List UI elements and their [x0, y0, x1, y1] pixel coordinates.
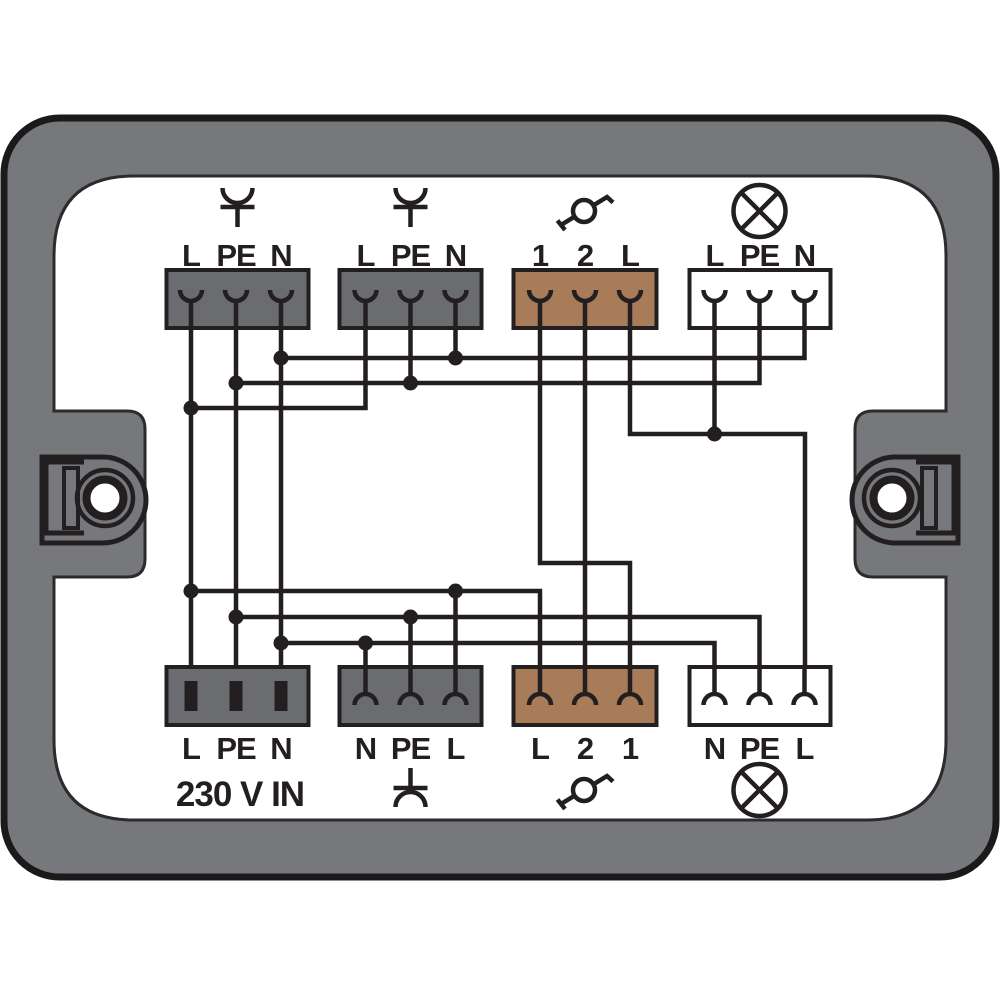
terminal-label: L — [621, 238, 639, 273]
terminal-block-top-feed-right: L PE N — [337, 238, 484, 328]
terminal-label: PE — [740, 238, 780, 273]
terminal-label: PE — [391, 731, 431, 766]
terminal-label: L — [706, 238, 724, 273]
terminal-label: L — [182, 238, 200, 273]
terminal-block-feed-through: N PE L — [337, 667, 484, 766]
terminal-label: PE — [216, 238, 256, 273]
terminal-label: N — [445, 238, 466, 273]
terminal-label: N — [270, 731, 291, 766]
terminal-label: 2 — [577, 238, 593, 273]
terminal-label: L — [182, 731, 200, 766]
terminal-label: N — [270, 238, 291, 273]
terminal-label: N — [794, 238, 815, 273]
terminal-label: N — [704, 731, 725, 766]
terminal-block-top-switch: 1 2 L — [511, 238, 659, 328]
terminal-block-supply-input: L PE N — [164, 665, 311, 766]
enclosure — [0, 114, 1000, 881]
mounting-lug-right — [849, 454, 961, 546]
supply-caption: 230 V IN — [176, 775, 304, 814]
terminal-label: PE — [391, 238, 431, 273]
terminal-label: 2 — [577, 731, 593, 766]
terminal-block-bottom-switch: L 2 1 — [511, 667, 659, 766]
terminal-label: L — [796, 731, 814, 766]
terminal-label: 1 — [532, 238, 549, 273]
terminal-label: PE — [740, 731, 780, 766]
terminal-label: N — [355, 731, 376, 766]
terminal-label: L — [447, 731, 465, 766]
terminal-label: L — [531, 731, 549, 766]
screw-hole-icon — [861, 467, 923, 529]
terminal-label: PE — [216, 731, 256, 766]
wiring — [183, 326, 808, 683]
junction-dots — [183, 350, 722, 651]
terminal-block-top-lamp: L PE N — [687, 238, 833, 328]
terminal-label: L — [357, 238, 375, 273]
enclosure-inner-area — [52, 174, 948, 822]
terminal-label: 1 — [622, 731, 639, 766]
terminal-block-top-feed-left: L PE N — [164, 238, 311, 328]
wire-bus-top-l — [191, 326, 368, 411]
terminal-block-bottom-lamp: N PE L — [687, 667, 833, 766]
mounting-lug-left — [39, 454, 149, 546]
screw-hole-icon — [74, 467, 136, 529]
